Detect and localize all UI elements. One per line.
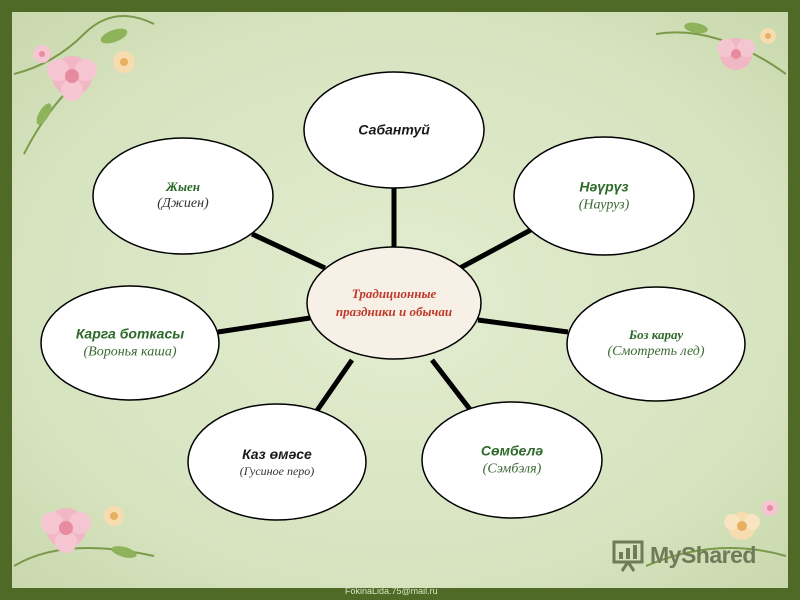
node-sembele xyxy=(421,401,603,519)
node-sabantuy xyxy=(303,71,485,189)
label-karga-botkasy-main: Карга боткасы xyxy=(75,325,185,342)
center-label: Традиционные праздники и обычаи xyxy=(336,285,452,321)
node-kaz-emese xyxy=(187,403,367,521)
node-center xyxy=(306,246,482,360)
label-sembele-main: Сөмбелә xyxy=(480,442,544,459)
flower-decoration-top-left xyxy=(14,15,155,155)
label-nauruz: Нәүрүз (Науруз) xyxy=(579,179,630,214)
label-nauruz-main: Нәүрүз xyxy=(579,178,629,195)
flower-decoration-bottom-right xyxy=(646,500,786,567)
node-boz-karau xyxy=(566,286,746,402)
connector-sembele xyxy=(430,358,474,414)
center-label-line1: Традиционные xyxy=(351,285,437,301)
connector-nauruz xyxy=(458,222,542,271)
label-boz-karau-sub: (Смотреть лед) xyxy=(607,344,705,360)
flower-decoration-bottom-left xyxy=(14,506,155,567)
label-kaz-emese-sub: (Гусиное перо) xyxy=(239,463,315,478)
label-sabantuy-main: Сабантуй xyxy=(358,121,430,138)
label-boz-karau: Боз карау (Смотреть лед) xyxy=(607,327,704,361)
label-kaz-emese: Каз өмәсе (Гусиное перо) xyxy=(240,446,315,479)
myshared-logo: MyShared xyxy=(612,538,772,574)
node-zhyen xyxy=(92,137,274,255)
author-email-watermark: FokinaLida.75@mail.ru xyxy=(345,586,438,596)
label-kaz-emese-main: Каз өмәсе xyxy=(242,445,312,462)
label-zhyen-main: Жыен xyxy=(166,179,200,195)
label-sembele-sub: (Сэмбэля) xyxy=(482,461,542,476)
label-karga-botkasy-sub: (Воронья каша) xyxy=(83,344,177,359)
connector-kaz-emese xyxy=(313,358,355,414)
label-boz-karau-main: Боз карау xyxy=(628,327,684,343)
label-zhyen: Жыен (Джиен) xyxy=(157,179,208,213)
label-sembele: Сөмбелә (Сэмбэля) xyxy=(481,443,543,478)
connector-lines xyxy=(217,188,569,414)
label-sabantuy: Сабантуй xyxy=(358,121,430,139)
flower-decoration-top-right xyxy=(656,22,786,75)
connector-karga-botkasy xyxy=(217,315,311,335)
center-label-line2: праздники и обычаи xyxy=(335,304,453,319)
label-nauruz-sub: (Науруз) xyxy=(578,197,630,212)
presentation-board-icon xyxy=(612,540,644,572)
connector-boz-karau xyxy=(477,317,569,335)
label-zhyen-sub: (Джиен) xyxy=(157,196,209,212)
node-karga-botkasy xyxy=(40,285,220,401)
label-karga-botkasy: Карга боткасы (Воронья каша) xyxy=(76,326,184,361)
node-nauruz xyxy=(513,136,695,256)
connector-zhyen xyxy=(250,231,327,271)
logo-text: MyShared xyxy=(650,542,756,568)
